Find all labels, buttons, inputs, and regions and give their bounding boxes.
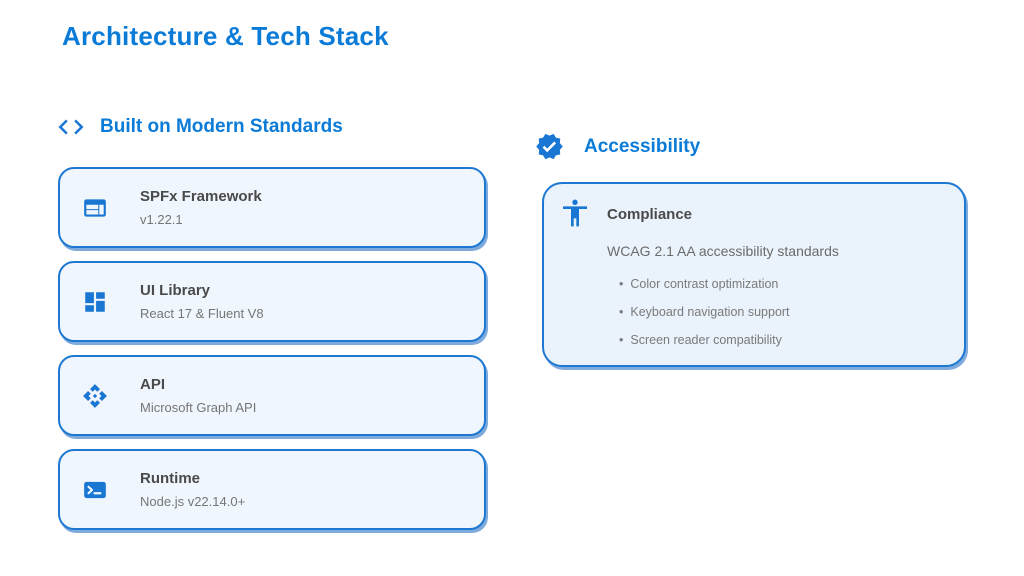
web-layout-icon <box>82 195 108 221</box>
card-runtime: Runtime Node.js v22.14.0+ <box>58 449 486 530</box>
verified-badge-icon <box>535 132 564 161</box>
dashboard-grid-icon <box>82 289 108 315</box>
compliance-card: Compliance WCAG 2.1 AA accessibility sta… <box>542 182 966 367</box>
page-title: Architecture & Tech Stack <box>62 21 389 51</box>
standards-section-header: Built on Modern Standards <box>56 112 343 142</box>
card-title: API <box>140 376 166 393</box>
card-subtitle: React 17 & Fluent V8 <box>140 306 264 321</box>
compliance-description: WCAG 2.1 AA accessibility standards <box>607 243 839 259</box>
compliance-bullet: Color contrast optimization <box>619 277 940 291</box>
card-spfx-framework: SPFx Framework v1.22.1 <box>58 167 486 248</box>
card-title: SPFx Framework <box>140 188 262 205</box>
card-subtitle: Microsoft Graph API <box>140 400 257 415</box>
compliance-bullet: Screen reader compatibility <box>619 333 940 347</box>
standards-section-title: Built on Modern Standards <box>100 116 343 137</box>
accessibility-section-title: Accessibility <box>584 135 701 157</box>
card-api: API Microsoft Graph API <box>58 355 486 436</box>
card-title: Runtime <box>140 470 200 487</box>
card-ui-library: UI Library React 17 & Fluent V8 <box>58 261 486 342</box>
tech-stack-card-list: SPFx Framework v1.22.1 UI Library React … <box>58 167 486 530</box>
api-hub-icon <box>82 383 108 409</box>
compliance-bullet: Keyboard navigation support <box>619 305 940 319</box>
terminal-icon <box>82 477 108 503</box>
compliance-title: Compliance <box>607 206 693 223</box>
accessibility-person-icon <box>559 197 591 229</box>
compliance-bullet-list: Color contrast optimization Keyboard nav… <box>619 277 940 347</box>
code-icon <box>56 112 86 142</box>
accessibility-section-header: Accessibility <box>535 132 700 161</box>
card-subtitle: v1.22.1 <box>140 212 183 227</box>
card-title: UI Library <box>140 282 211 299</box>
card-subtitle: Node.js v22.14.0+ <box>140 494 246 509</box>
